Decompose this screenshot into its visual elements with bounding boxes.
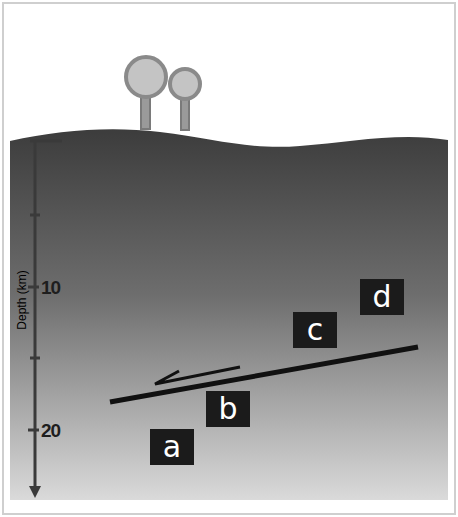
- ground: [10, 129, 448, 500]
- letter-box: c: [293, 312, 337, 348]
- region-letter: d: [372, 282, 391, 312]
- letter-box: b: [206, 391, 250, 427]
- letter-box: d: [360, 279, 404, 315]
- axis-title: Depth (km): [16, 270, 28, 329]
- trees: [126, 57, 200, 130]
- region-letter: a: [163, 432, 181, 462]
- axis-tick: [30, 140, 62, 143]
- axis-line: [34, 141, 37, 488]
- tree-trunk: [141, 96, 150, 129]
- slip-arrow: [155, 367, 240, 384]
- tree-crown: [170, 69, 200, 99]
- region-letter: b: [218, 394, 237, 424]
- axis-tick: [28, 286, 39, 289]
- tick-label: 20: [41, 421, 60, 440]
- depth-axis: [28, 141, 62, 488]
- frame: [3, 3, 455, 514]
- axis-tick: [28, 429, 39, 432]
- tree-crown: [126, 57, 166, 97]
- axis-tick: [30, 357, 40, 360]
- letter-box: a: [150, 429, 194, 465]
- region-letter: c: [307, 315, 324, 345]
- axis-arrowhead: [29, 486, 41, 498]
- axis-tick: [30, 214, 40, 217]
- tick-label: 10: [41, 278, 60, 297]
- fault-line: [110, 347, 418, 402]
